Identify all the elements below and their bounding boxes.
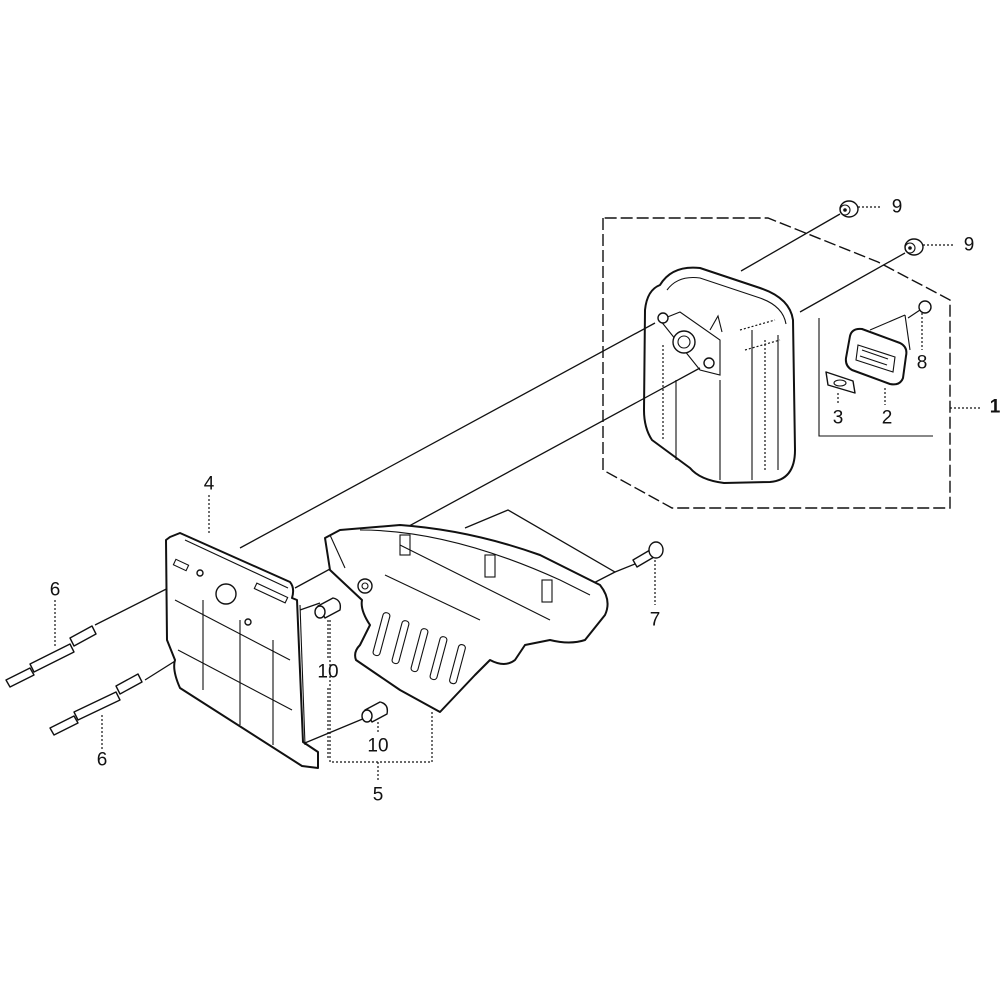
callout-1: 1 [989,396,1000,418]
callout-6-lower: 6 [96,749,108,771]
gasket [825,371,856,405]
callout-9-lower: 9 [963,234,975,256]
vent-slots [372,612,466,685]
protector-plate [165,495,319,769]
collar-lower [361,701,389,734]
screw-8 [907,300,932,350]
callout-5: 5 [372,784,384,806]
stud-bolt-upper [5,600,97,688]
callout-10-upper: 10 [317,661,339,683]
nut-9-upper [839,200,882,218]
callout-4: 4 [203,473,215,495]
flange-bolt-7 [632,541,664,605]
callout-8: 8 [916,352,928,374]
nut-9-lower [904,238,955,256]
muffler-protector [324,524,609,782]
muffler-body [643,266,796,484]
callout-10-lower: 10 [367,735,389,757]
callout-9-upper: 9 [891,196,903,218]
callout-3: 3 [832,407,844,429]
callout-2: 2 [881,407,893,429]
callout-6-upper: 6 [49,579,61,601]
stud-bolt-lower [49,673,143,750]
spark-arrester-plate [844,314,911,405]
subgroup-bracket [818,318,933,437]
collar-upper [314,597,342,760]
assembly-1-boundary [602,217,982,509]
callout-7: 7 [649,609,661,631]
